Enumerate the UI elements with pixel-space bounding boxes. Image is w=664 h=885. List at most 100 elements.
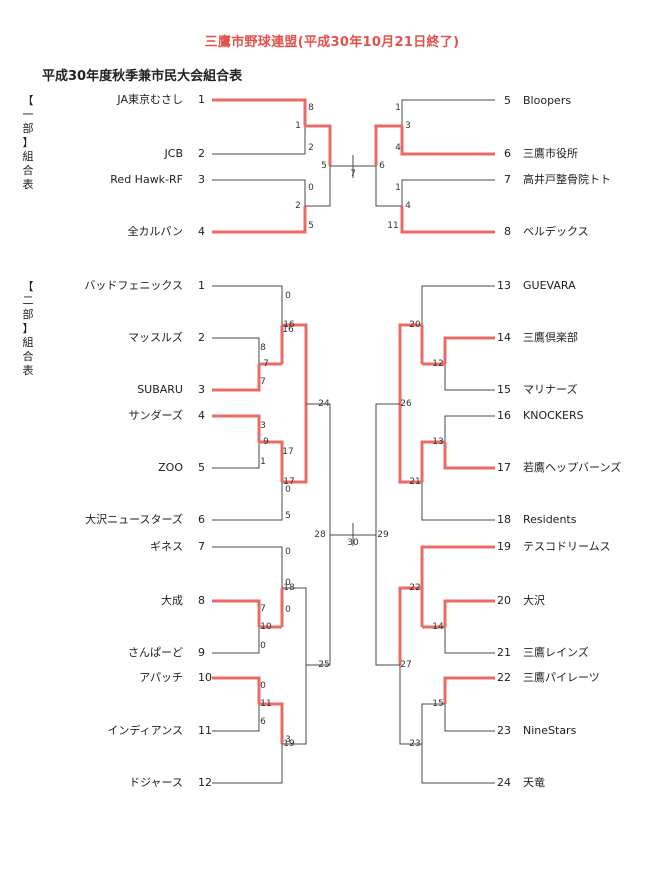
score-label: 16 xyxy=(282,325,294,335)
team-seed-right: 14 xyxy=(497,331,511,344)
game-number: 26 xyxy=(400,399,412,409)
bracket-line xyxy=(306,403,331,535)
team-name-left: SUBARU xyxy=(137,383,183,396)
team-name-left: バッドフェニックス xyxy=(84,279,183,292)
score-label: 17 xyxy=(282,447,294,457)
side-label-char: 【 xyxy=(22,280,34,293)
team-seed-right: 24 xyxy=(497,776,511,789)
team-seed-right: 21 xyxy=(497,646,511,659)
game-number: 29 xyxy=(377,530,389,540)
team-name-right: 若鷹ヘップバーンズ xyxy=(523,461,622,474)
side-label-char: 一 xyxy=(22,108,34,121)
score-label: 7 xyxy=(260,604,266,614)
bracket-line xyxy=(401,179,495,206)
winner-path-line xyxy=(400,206,495,234)
score-label: 2 xyxy=(308,143,314,153)
bracket-line xyxy=(306,535,331,666)
team-name-right: KNOCKERS xyxy=(523,409,584,422)
game-number: 18 xyxy=(283,583,295,593)
team-name-left: さんぱーど xyxy=(128,646,183,659)
team-seed-right: 5 xyxy=(504,94,511,107)
winner-path-line xyxy=(443,442,495,470)
winner-path-line xyxy=(212,98,307,126)
team-seed-left: 9 xyxy=(198,646,205,659)
team-seed-left: 2 xyxy=(198,331,205,344)
side-label-char: 合 xyxy=(22,350,34,363)
bracket-line xyxy=(282,587,307,665)
game-number: 1 xyxy=(295,121,301,131)
winner-path-line xyxy=(212,206,307,234)
bracket-line xyxy=(399,665,422,745)
game-number: 4 xyxy=(405,201,411,211)
score-label: 0 xyxy=(285,485,291,495)
team-name-right: ベルデックス xyxy=(523,225,589,238)
team-seed-right: 8 xyxy=(504,225,511,238)
team-seed-left: 12 xyxy=(198,776,212,789)
team-name-right: テスコドリームス xyxy=(523,540,611,553)
team-seed-right: 13 xyxy=(497,279,511,292)
score-label: 5 xyxy=(285,511,291,521)
game-number: 6 xyxy=(379,161,385,171)
bracket-line xyxy=(421,285,495,325)
team-seed-right: 17 xyxy=(497,461,511,474)
bracket-line xyxy=(421,744,495,784)
side-label-char: 【 xyxy=(22,94,34,107)
bracket-title: 平成30年度秋季兼市民大会組合表 xyxy=(42,69,243,84)
team-seed-right: 15 xyxy=(497,383,511,396)
winner-path-line xyxy=(259,440,284,482)
game-number: 19 xyxy=(283,739,295,749)
bracket-line xyxy=(375,535,400,666)
game-number: 24 xyxy=(318,399,330,409)
score-label: 0 xyxy=(285,578,291,588)
team-seed-right: 18 xyxy=(497,513,511,526)
game-number: 2 xyxy=(295,201,301,211)
score-label: 0 xyxy=(260,641,266,651)
bracket-line xyxy=(305,166,331,207)
game-number: 27 xyxy=(400,660,412,670)
team-name-left: アパッチ xyxy=(139,671,183,684)
bracket-line xyxy=(401,99,495,126)
side-label-char: 】 xyxy=(22,136,34,149)
score-label: 5 xyxy=(308,221,314,231)
team-seed-left: 8 xyxy=(198,594,205,607)
score-label: 1 xyxy=(395,103,401,113)
score-label: 4 xyxy=(395,143,401,153)
winner-path-line xyxy=(420,440,445,482)
game-number: 21 xyxy=(409,477,421,487)
bracket-line xyxy=(444,364,495,391)
winner-path-line xyxy=(259,702,284,744)
team-name-right: Residents xyxy=(523,513,577,526)
game-number: 3 xyxy=(405,121,411,131)
team-name-left: 大沢ニュースターズ xyxy=(85,513,183,526)
score-label: 6 xyxy=(260,717,266,727)
bracket-line xyxy=(444,704,495,732)
winner-path-line xyxy=(212,676,261,704)
team-name-left: 全カルパン xyxy=(127,225,183,238)
bracket-line xyxy=(212,285,283,325)
score-label: 7 xyxy=(260,377,266,387)
game-number: 7 xyxy=(263,359,269,369)
winner-path-line xyxy=(212,364,261,392)
winner-path-line xyxy=(212,414,261,442)
team-seed-right: 22 xyxy=(497,671,511,684)
team-name-left: ドジャース xyxy=(129,776,183,789)
team-name-right: 三鷹レインズ xyxy=(523,646,589,659)
team-seed-left: 2 xyxy=(198,147,205,160)
side-label-char: 表 xyxy=(22,178,34,191)
score-label: 0 xyxy=(285,291,291,301)
score-label: 8 xyxy=(308,103,314,113)
bracket-line xyxy=(212,126,306,155)
side-label-char: 二 xyxy=(22,294,34,307)
score-label: 0 xyxy=(260,681,266,691)
division-1-side-label: 【一部】組合表 xyxy=(21,94,35,192)
team-name-right: 三鷹市役所 xyxy=(523,147,578,160)
team-seed-right: 23 xyxy=(497,724,511,737)
team-seed-left: 10 xyxy=(198,671,212,684)
side-label-char: 】 xyxy=(22,322,34,335)
team-name-left: インディアンス xyxy=(107,724,183,737)
team-name-right: 三鷹パイレーツ xyxy=(523,671,600,684)
game-number: 28 xyxy=(314,530,326,540)
winner-path-line xyxy=(212,599,261,627)
game-number: 22 xyxy=(409,583,421,593)
